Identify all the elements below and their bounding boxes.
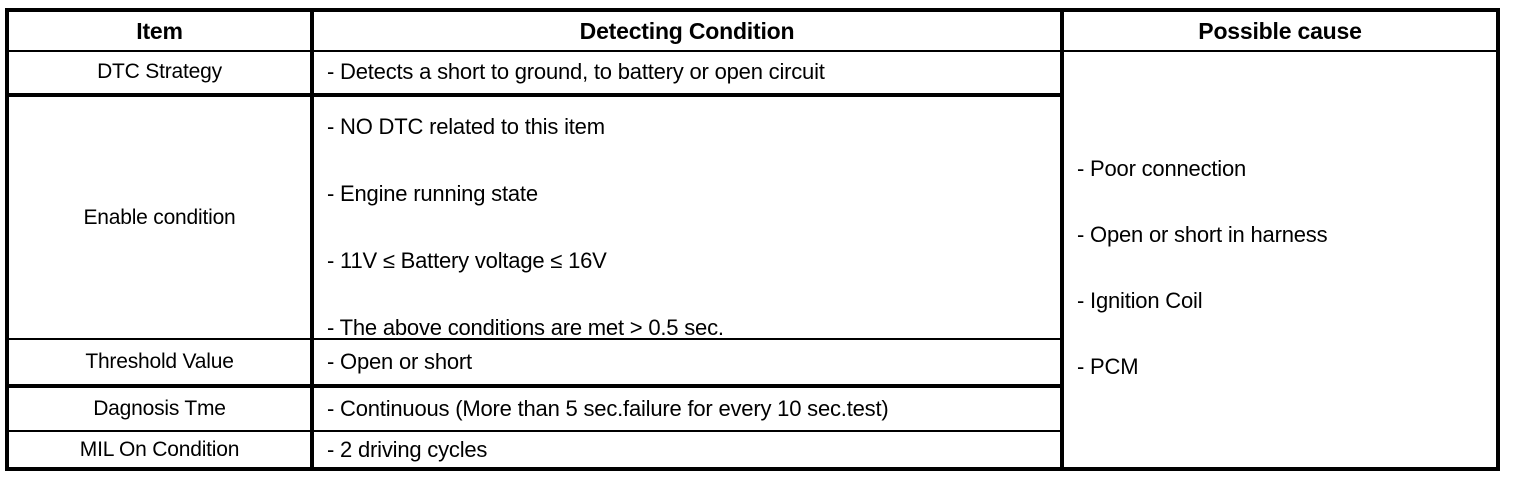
header-item: Item bbox=[136, 17, 183, 44]
row-detecting-enable-condition: - NO DTC related to this item - Engine r… bbox=[314, 97, 1060, 340]
header-possible-cause: Possible cause bbox=[1198, 17, 1362, 44]
row-separator-enable-condition bbox=[9, 338, 1060, 340]
column-divider-item-detecting bbox=[310, 12, 314, 467]
row-label-dtc-strategy: DTC Strategy bbox=[97, 59, 222, 83]
possible-cause-bullet-3: - Ignition Coil bbox=[1077, 288, 1203, 313]
row-separator-dtc-strategy bbox=[9, 93, 1060, 97]
enable-condition-bullet-4: - The above conditions are met > 0.5 sec… bbox=[327, 315, 724, 340]
row-separator-threshold-value bbox=[9, 384, 1060, 388]
row-label-threshold-value: Threshold Value bbox=[85, 350, 234, 373]
column-divider-detecting-cause bbox=[1060, 12, 1064, 467]
row-label-mil-on-condition: MIL On Condition bbox=[79, 437, 240, 461]
possible-cause-bullet-4: - PCM bbox=[1077, 354, 1139, 379]
enable-condition-bullet-1: - NO DTC related to this item bbox=[327, 114, 605, 139]
row-label-dagnosis-tme: Dagnosis Tme bbox=[93, 397, 226, 420]
enable-condition-bullet-2: - Engine running state bbox=[327, 181, 538, 206]
row-detecting-mil-on-condition: - 2 driving cycles bbox=[327, 436, 488, 462]
dtc-diagnosis-table: Item Detecting Condition Possible cause … bbox=[5, 8, 1500, 471]
row-detecting-dagnosis-tme: - Continuous (More than 5 sec.failure fo… bbox=[327, 396, 889, 421]
possible-cause-cell: - Poor connection - Open or short in har… bbox=[1064, 50, 1496, 467]
row-separator-header bbox=[9, 50, 1496, 52]
header-detecting-condition: Detecting Condition bbox=[579, 17, 795, 44]
row-label-enable-condition: Enable condition bbox=[83, 205, 236, 229]
row-separator-dagnosis-tme bbox=[9, 430, 1060, 432]
row-detecting-dtc-strategy: - Detects a short to ground, to battery … bbox=[327, 58, 825, 84]
enable-condition-bullet-3: - 11V ≤ Battery voltage ≤ 16V bbox=[327, 248, 607, 273]
row-detecting-threshold-value: - Open or short bbox=[327, 349, 472, 374]
possible-cause-bullet-1: - Poor connection bbox=[1077, 156, 1247, 181]
possible-cause-bullet-2: - Open or short in harness bbox=[1077, 222, 1328, 247]
